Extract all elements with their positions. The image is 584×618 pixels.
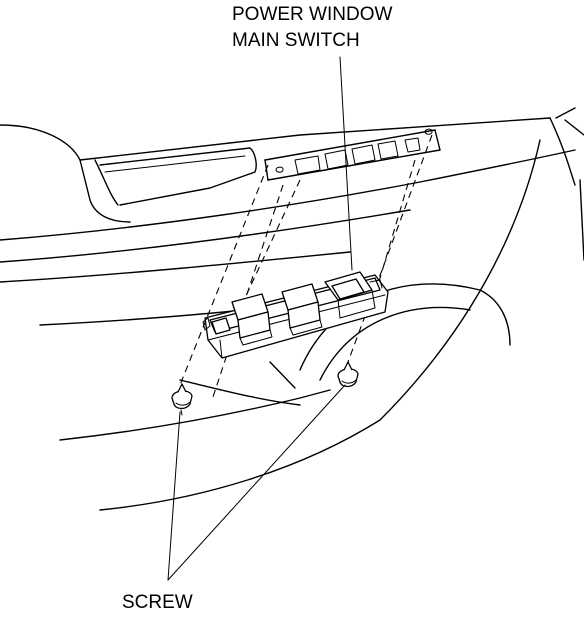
door-trim-panel	[0, 107, 584, 511]
switch-recess	[264, 128, 441, 181]
leader-lines	[167, 56, 353, 581]
label-switch-line2: MAIN SWITCH	[232, 30, 360, 51]
label-switch-line1: POWER WINDOW	[232, 4, 392, 25]
label-screw: SCREW	[122, 592, 193, 613]
power-window-main-switch	[202, 271, 389, 359]
screw-right	[337, 361, 359, 388]
assembly-guides	[179, 134, 433, 401]
screw-left	[171, 383, 193, 416]
